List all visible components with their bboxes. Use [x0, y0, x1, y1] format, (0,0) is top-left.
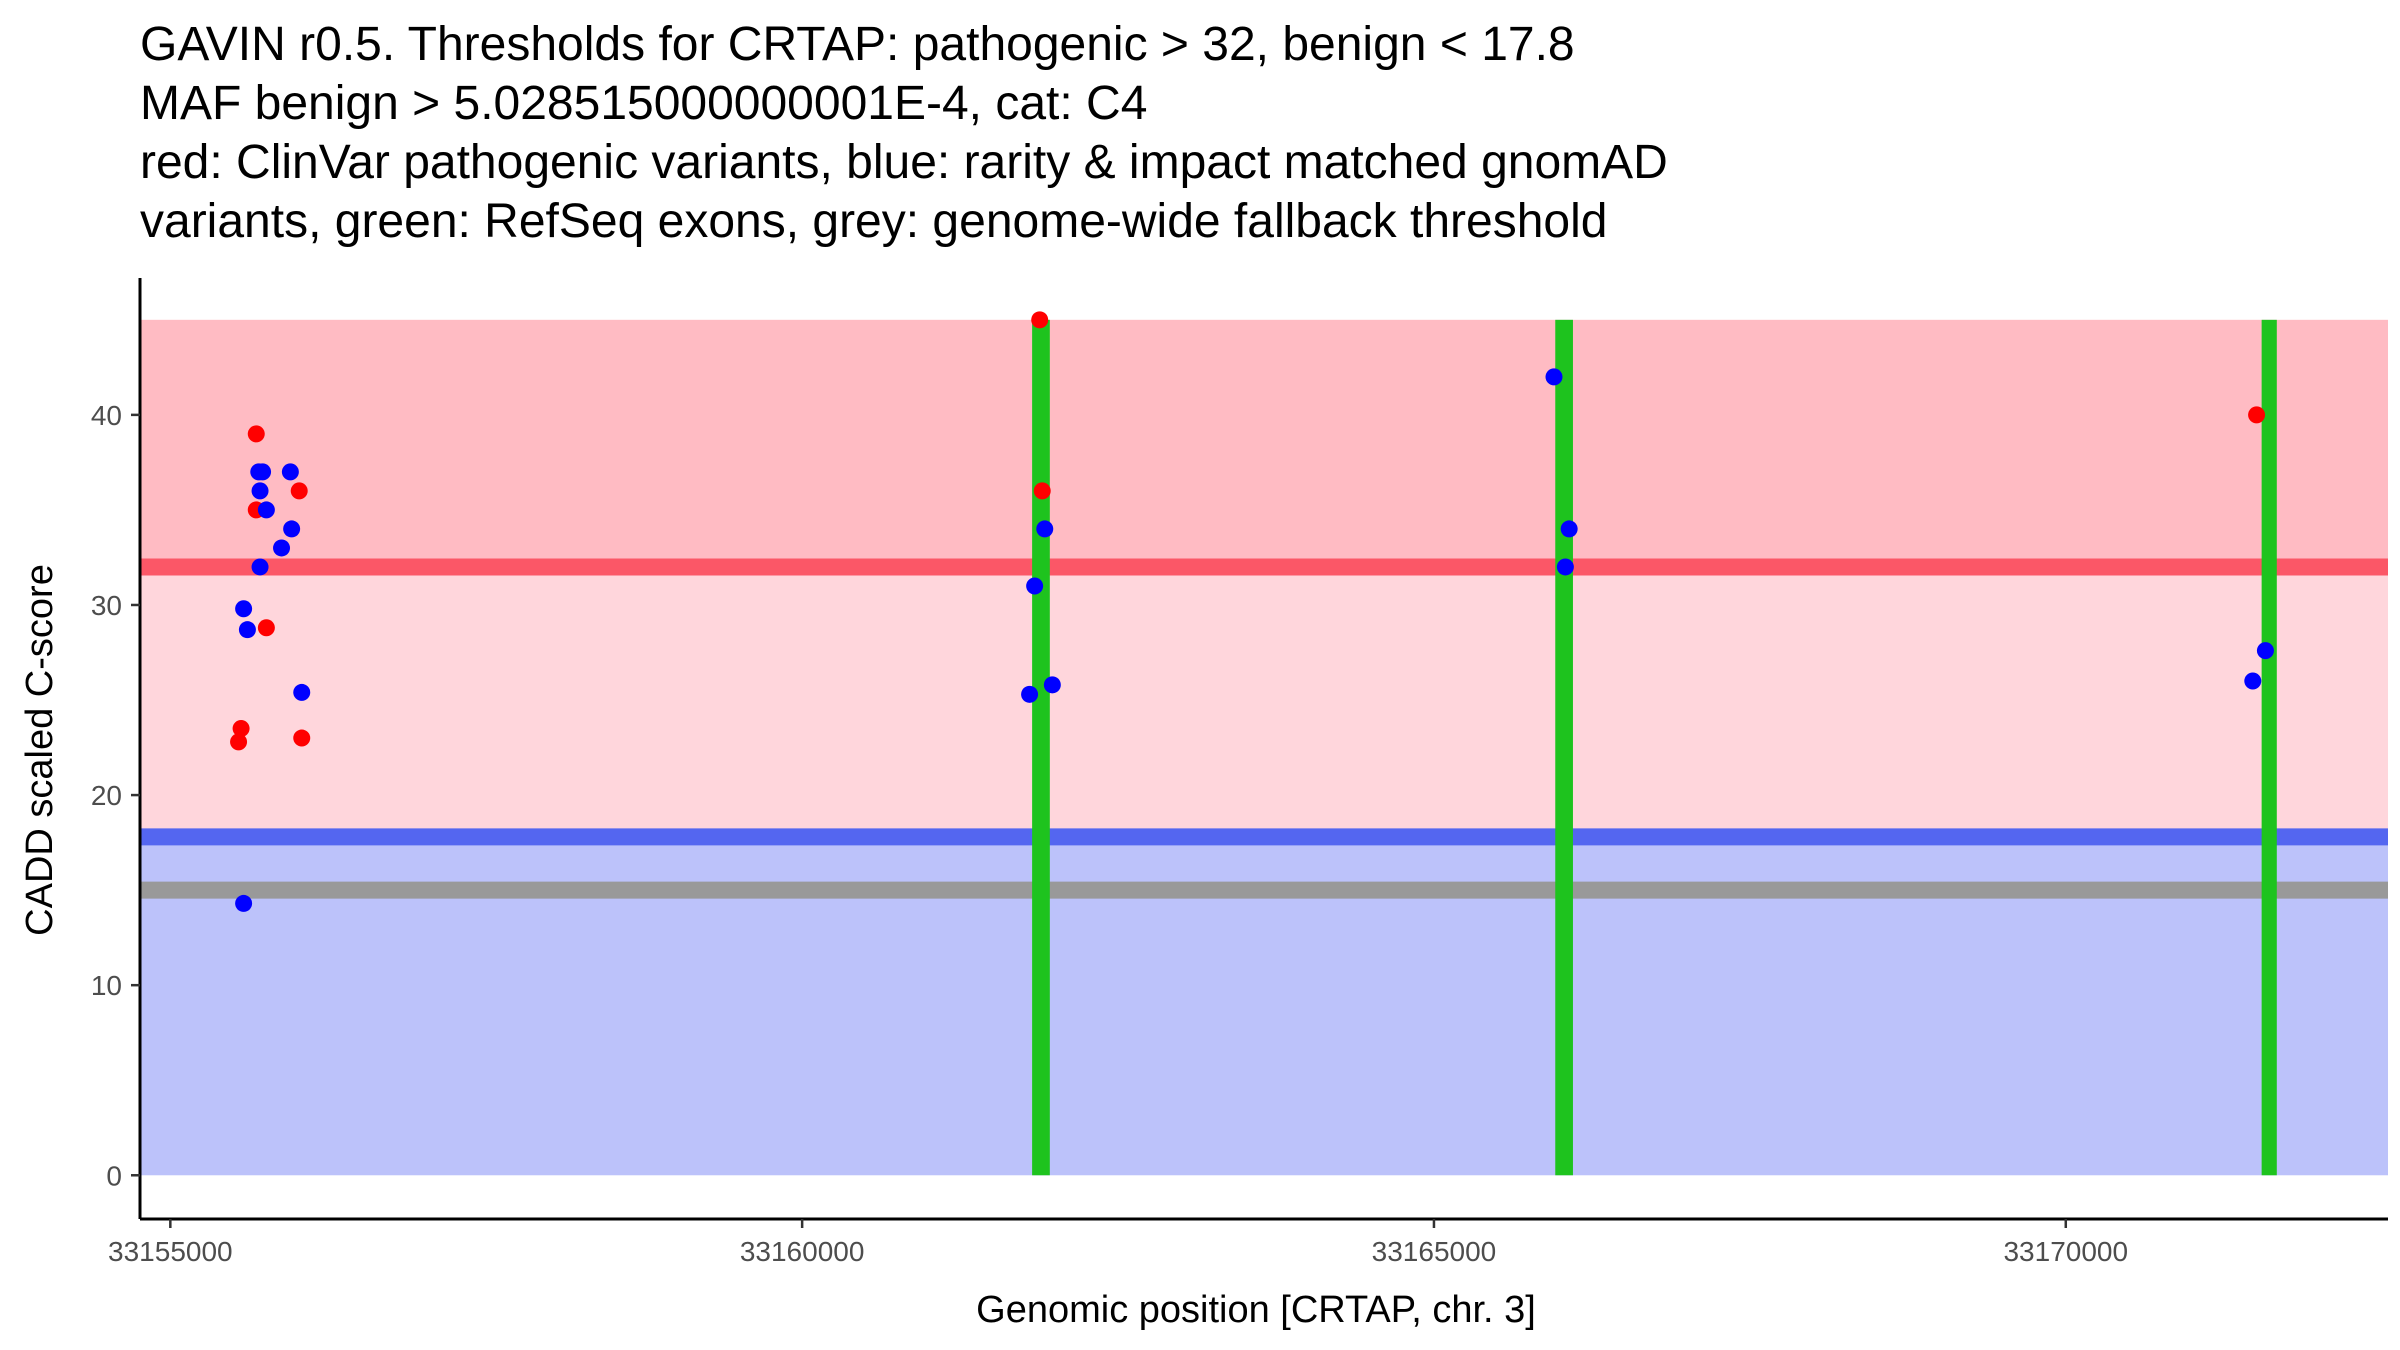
- band-1: [140, 566, 2388, 837]
- data-point-s1-10: [293, 683, 311, 701]
- exon-bar-0: [1032, 319, 1050, 1176]
- data-point-s1-15: [1043, 676, 1061, 694]
- data-point-s0-6: [293, 729, 311, 747]
- axes: 0 10 20 30 40 33155000 33160000 33165000 3317000…: [91, 278, 2388, 1267]
- y-axis-title: CADD scaled C-score: [19, 564, 61, 936]
- data-point-s1-20: [2256, 642, 2274, 660]
- y-tick-label-4: 40: [91, 400, 122, 431]
- data-point-s1-8: [235, 600, 253, 618]
- data-point-s1-13: [1026, 577, 1044, 595]
- band-0: [140, 319, 2388, 567]
- x-tick-label-1: 33160000: [740, 1236, 865, 1267]
- y-tick-label-2: 20: [91, 780, 122, 811]
- data-point-s0-5: [230, 733, 248, 751]
- y-tick-label-0: 0: [106, 1160, 122, 1191]
- exon-bar-1: [1555, 319, 1573, 1176]
- data-point-s1-19: [2244, 672, 2262, 690]
- data-point-s1-18: [1556, 558, 1574, 576]
- data-point-s1-11: [235, 894, 253, 912]
- x-axis-title: Genomic position [CRTAP, chr. 3]: [976, 1289, 1536, 1331]
- data-point-s1-2: [281, 463, 299, 481]
- plot-area: [140, 311, 2388, 1176]
- title-line-4: variants, green: RefSeq exons, grey: gen…: [140, 195, 1607, 248]
- data-point-s1-1: [254, 463, 272, 481]
- data-point-s1-6: [273, 539, 291, 557]
- data-point-s0-3: [257, 619, 275, 637]
- data-point-s1-17: [1560, 520, 1578, 538]
- exon-bar-2: [2261, 319, 2277, 1176]
- data-point-s1-9: [238, 621, 256, 639]
- title-line-3: red: ClinVar pathogenic variants, blue: …: [140, 136, 1668, 189]
- data-point-s0-7: [1031, 311, 1049, 329]
- data-point-s0-2: [290, 482, 308, 500]
- data-point-s1-3: [251, 482, 269, 500]
- data-point-s1-14: [1021, 685, 1039, 703]
- y-tick-label-1: 10: [91, 970, 122, 1001]
- chart-title: GAVIN r0.5. Thresholds for CRTAP: pathog…: [140, 18, 1668, 248]
- data-point-s0-4: [232, 720, 250, 738]
- data-point-s1-12: [1036, 520, 1054, 538]
- data-point-s0-8: [1033, 482, 1051, 500]
- data-point-s1-5: [283, 520, 301, 538]
- data-point-s1-7: [251, 558, 269, 576]
- title-line-1: GAVIN r0.5. Thresholds for CRTAP: pathog…: [140, 18, 1575, 71]
- y-tick-label-3: 30: [91, 590, 122, 621]
- data-point-s1-4: [257, 501, 275, 519]
- x-tick-label-2: 33165000: [1372, 1236, 1497, 1267]
- data-point-s0-9: [2248, 406, 2266, 424]
- data-point-s0-0: [247, 425, 265, 443]
- x-tick-label-0: 33155000: [108, 1236, 233, 1267]
- x-tick-label-3: 33170000: [2003, 1236, 2128, 1267]
- data-point-s1-16: [1545, 368, 1563, 386]
- title-line-2: MAF benign > 5.028515000000001E-4, cat: …: [140, 77, 1147, 130]
